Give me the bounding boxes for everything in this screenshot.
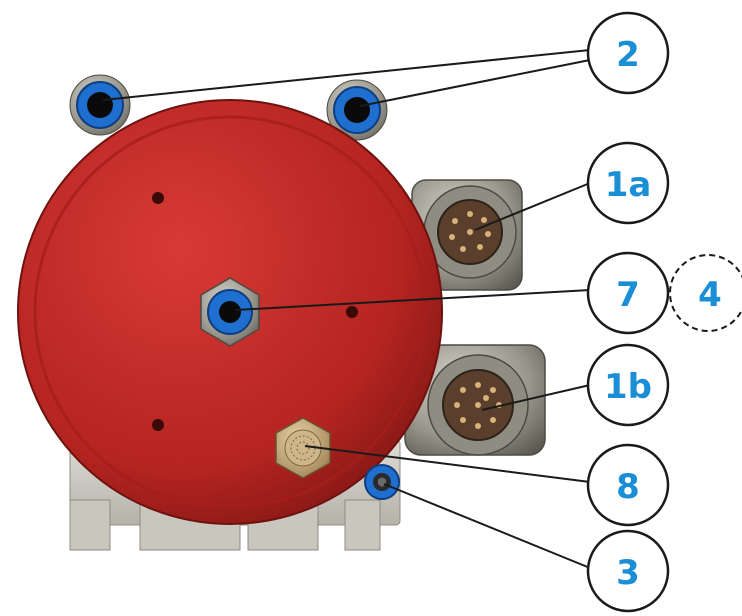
callout-label-7: 7 bbox=[616, 275, 640, 315]
callout-label-3: 3 bbox=[616, 553, 640, 593]
callout-label-1a: 1a bbox=[605, 165, 652, 205]
connector-1a bbox=[411, 179, 523, 291]
callout-label-1b: 1b bbox=[604, 367, 652, 407]
callout-label-2: 2 bbox=[616, 35, 640, 75]
connector-1b bbox=[404, 344, 546, 456]
callout-3: 3 bbox=[586, 529, 670, 613]
mount-hole bbox=[152, 419, 164, 431]
callout-7: 7 bbox=[586, 251, 670, 335]
vent-filter bbox=[275, 417, 331, 479]
callout-2: 2 bbox=[586, 11, 670, 95]
callout-label-4: 4 bbox=[698, 275, 722, 315]
callout-4: 4 bbox=[669, 254, 742, 332]
callout-label-8: 8 bbox=[616, 467, 640, 507]
top-fitting-left bbox=[69, 74, 131, 136]
callout-8: 8 bbox=[586, 443, 670, 527]
center-fitting bbox=[200, 277, 260, 347]
callout-1a: 1a bbox=[586, 141, 670, 225]
top-fitting-right bbox=[326, 79, 388, 141]
mount-hole bbox=[346, 306, 358, 318]
small-fitting bbox=[364, 464, 400, 500]
callout-1b: 1b bbox=[586, 343, 670, 427]
leader-lines bbox=[102, 49, 591, 569]
mount-hole bbox=[152, 192, 164, 204]
